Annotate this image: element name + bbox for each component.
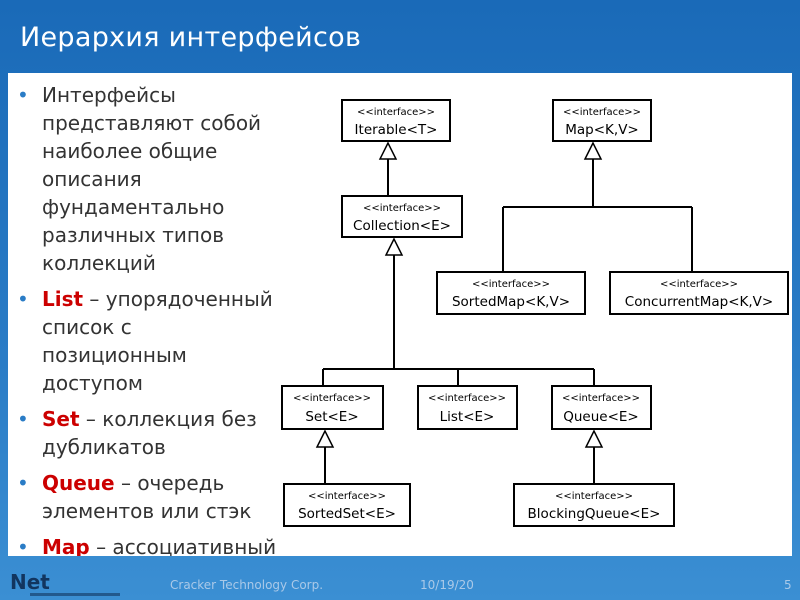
bullet-text: – ассоциативный [89, 535, 277, 556]
bullet-text: – коллекция без дубликатов [42, 407, 257, 459]
node-label: BlockingQueue<E> [528, 506, 661, 522]
generalization-arrow-icon [584, 429, 604, 448]
company-logo: Net [10, 570, 50, 594]
node-stereotype: <<interface>> [428, 393, 506, 404]
bullet-item: • Интерфейсы представляют собой наиболее… [8, 81, 280, 277]
generalization-arrow-icon [378, 141, 398, 160]
bullet-keyword: Set [42, 407, 80, 431]
bullet-item: • List – упорядоченный список с позицион… [8, 285, 280, 397]
slide-footer: Net Cracker Technology Corp. 10/19/20 5 [0, 560, 800, 600]
bullet-item: • Set – коллекция без дубликатов [8, 405, 280, 461]
slide-title: Иерархия интерфейсов [20, 22, 362, 53]
bullet-item: • Queue – очередь элементов или стэк [8, 469, 280, 525]
node-stereotype: <<interface>> [472, 279, 550, 290]
node-queue: <<interface>> Queue<E> [551, 385, 652, 430]
footer-company: Cracker Technology Corp. [170, 578, 324, 592]
node-sortedmap: <<interface>> SortedMap<K,V> [436, 271, 586, 315]
node-stereotype: <<interface>> [562, 393, 640, 404]
node-label: SortedMap<K,V> [452, 294, 570, 310]
generalization-arrow-icon [315, 429, 335, 448]
node-stereotype: <<interface>> [555, 491, 633, 502]
bullet-text: – очередь элементов или стэк [42, 471, 252, 523]
node-blockingqueue: <<interface>> BlockingQueue<E> [513, 483, 675, 527]
bullet-dot-icon: • [17, 83, 29, 107]
node-label: SortedSet<E> [298, 506, 396, 522]
node-label: Collection<E> [353, 218, 451, 234]
node-stereotype: <<interface>> [363, 203, 441, 214]
bullet-dot-icon: • [17, 287, 29, 311]
page-number: 5 [784, 578, 792, 592]
bullet-keyword: Map [42, 535, 90, 556]
bullet-list: • Интерфейсы представляют собой наиболее… [8, 81, 280, 556]
node-iterable: <<interface>> Iterable<T> [341, 99, 451, 142]
bullet-text: – упорядоченный список с позиционным дос… [42, 287, 273, 395]
content-panel: • Интерфейсы представляют собой наиболее… [8, 73, 792, 556]
logo-underline [30, 593, 120, 596]
generalization-arrow-icon [583, 141, 603, 160]
bullet-dot-icon: • [17, 471, 29, 495]
node-label: Set<E> [305, 409, 358, 425]
node-collection: <<interface>> Collection<E> [341, 195, 463, 238]
node-label: Queue<E> [563, 409, 639, 425]
node-map: <<interface>> Map<K,V> [552, 99, 652, 142]
bullet-dot-icon: • [17, 407, 29, 431]
interface-hierarchy-diagram: <<interface>> Iterable<T> <<interface>> … [276, 73, 792, 556]
node-stereotype: <<interface>> [293, 393, 371, 404]
node-label: List<E> [440, 409, 495, 425]
bullet-keyword: Queue [42, 471, 115, 495]
node-set: <<interface>> Set<E> [281, 385, 384, 430]
node-list: <<interface>> List<E> [417, 385, 518, 430]
bullet-dot-icon: • [17, 535, 29, 556]
connectors [315, 141, 693, 484]
node-stereotype: <<interface>> [308, 491, 386, 502]
footer-date: 10/19/20 [420, 578, 474, 592]
generalization-arrow-icon [384, 237, 404, 256]
node-stereotype: <<interface>> [660, 279, 738, 290]
node-sortedset: <<interface>> SortedSet<E> [283, 483, 411, 527]
bullet-keyword: List [42, 287, 84, 311]
node-label: ConcurrentMap<K,V> [625, 294, 773, 310]
node-label: Iterable<T> [355, 122, 438, 138]
node-concurrentmap: <<interface>> ConcurrentMap<K,V> [609, 271, 789, 315]
node-stereotype: <<interface>> [563, 107, 641, 118]
bullet-text: Интерфейсы представляют собой наиболее о… [42, 83, 262, 275]
node-stereotype: <<interface>> [357, 107, 435, 118]
bullet-item: • Map – ассоциативный [8, 533, 280, 556]
node-label: Map<K,V> [565, 122, 639, 138]
